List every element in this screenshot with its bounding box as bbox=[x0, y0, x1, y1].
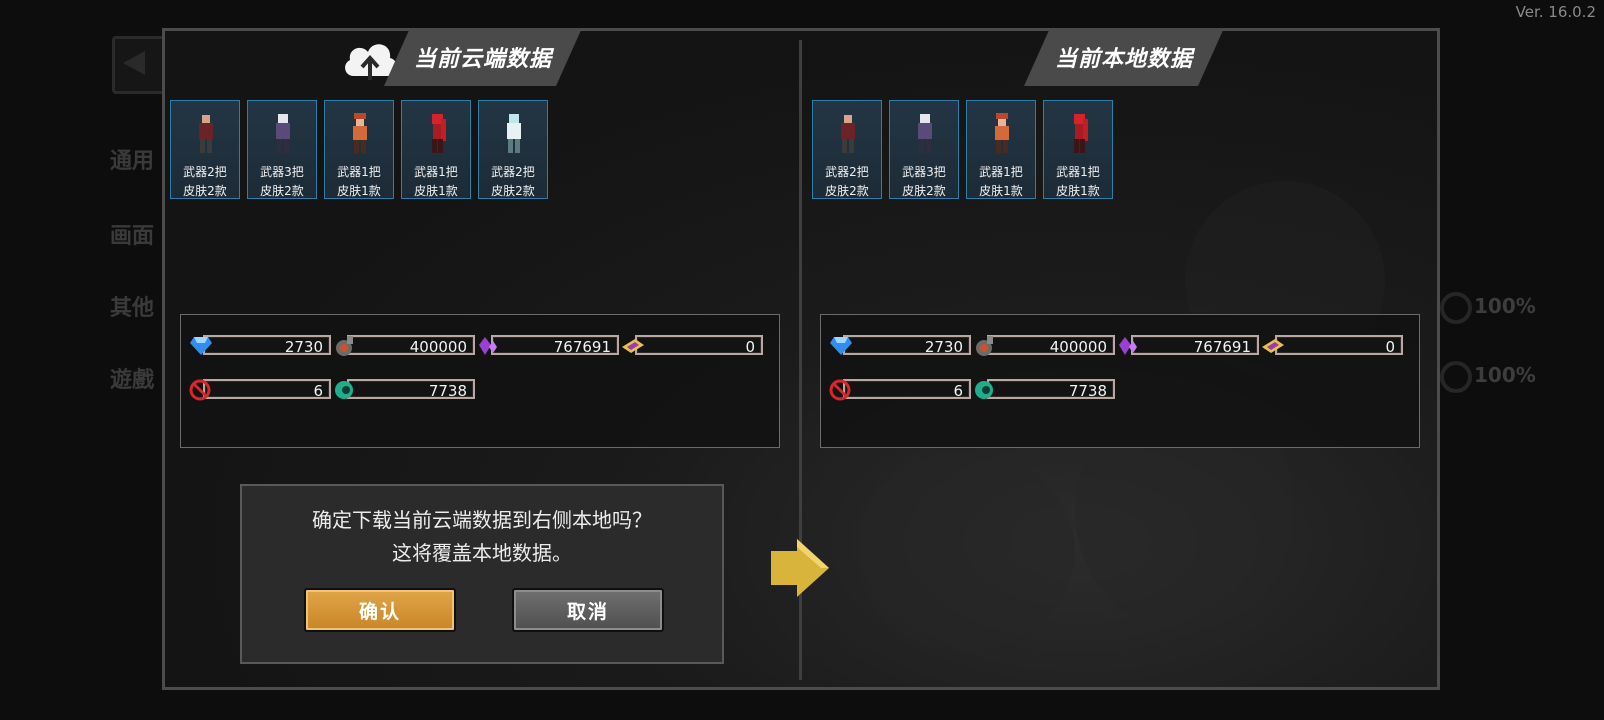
hero-weapons: 武器2把 bbox=[183, 165, 227, 179]
cloud-upload-icon bbox=[345, 44, 397, 80]
orb-icon bbox=[975, 381, 993, 399]
resource-orbs: 7738 bbox=[973, 379, 1115, 401]
local-data-panel: 当前本地数据 武器2把 皮肤2款 武器3把 皮肤2款 武器1把 皮肤1款 武器1… bbox=[802, 28, 1422, 688]
hero-sprite-icon bbox=[507, 114, 521, 153]
resource-value: 6 bbox=[953, 382, 963, 400]
resource-tickets: 0 bbox=[1261, 335, 1403, 357]
bg-menu-display: 画面 bbox=[110, 224, 155, 249]
hero-card[interactable]: 武器3把 皮肤2款 bbox=[889, 100, 959, 199]
hero-card[interactable]: 武器1把 皮肤1款 bbox=[401, 100, 471, 199]
hero-weapons: 武器2把 bbox=[825, 165, 869, 179]
resource-tickets: 0 bbox=[621, 335, 763, 357]
resource-summary: 2730 400000 767691 0 6 7738 bbox=[180, 314, 780, 448]
bg-volume-knob bbox=[1440, 292, 1472, 324]
resource-gems: 2730 bbox=[829, 335, 971, 357]
confirm-download-box: 确定下载当前云端数据到右侧本地吗？ 这将覆盖本地数据。 确认 取消 bbox=[240, 484, 724, 664]
bg-menu-game: 遊戲 bbox=[110, 368, 155, 393]
hero-card[interactable]: 武器2把 皮肤2款 bbox=[812, 100, 882, 199]
gold-icon bbox=[336, 336, 353, 356]
cloud-data-panel: 当前云端数据 武器2把 皮肤2款 武器3把 皮肤2款 武器1把 皮肤1款 武器1… bbox=[162, 28, 782, 688]
arrow-right-icon bbox=[771, 539, 829, 597]
hero-list: 武器2把 皮肤2款 武器3把 皮肤2款 武器1把 皮肤1款 武器1把 皮肤1款 … bbox=[170, 100, 548, 199]
hero-sprite-icon bbox=[199, 115, 213, 153]
hero-skins: 皮肤2款 bbox=[491, 184, 535, 198]
hero-list: 武器2把 皮肤2款 武器3把 皮肤2款 武器1把 皮肤1款 武器1把 皮肤1款 bbox=[812, 100, 1113, 199]
hero-card[interactable]: 武器1把 皮肤1款 bbox=[966, 100, 1036, 199]
hero-card[interactable]: 武器3把 皮肤2款 bbox=[247, 100, 317, 199]
hero-skins: 皮肤1款 bbox=[979, 184, 1023, 198]
resource-value: 7738 bbox=[428, 382, 467, 400]
resource-value: 400000 bbox=[409, 338, 467, 356]
hero-sprite-icon bbox=[1074, 114, 1088, 153]
gold-icon bbox=[976, 336, 993, 356]
hero-weapons: 武器2把 bbox=[491, 165, 535, 179]
hero-skins: 皮肤1款 bbox=[414, 184, 458, 198]
bg-percent: 100% bbox=[1474, 363, 1536, 387]
hero-sprite-icon bbox=[432, 114, 446, 153]
background-art bbox=[855, 451, 1075, 651]
resource-value: 767691 bbox=[553, 338, 611, 356]
hero-skins: 皮肤2款 bbox=[260, 184, 304, 198]
bg-percent: 100% bbox=[1474, 294, 1536, 318]
resource-value: 0 bbox=[745, 338, 755, 356]
resource-gold: 400000 bbox=[333, 335, 475, 357]
resource-value: 0 bbox=[1385, 338, 1395, 356]
orb-icon bbox=[335, 381, 353, 399]
hero-sprite-icon bbox=[995, 113, 1009, 153]
ticket-icon bbox=[622, 339, 644, 353]
hero-weapons: 武器3把 bbox=[902, 165, 946, 179]
hero-skins: 皮肤1款 bbox=[337, 184, 381, 198]
hero-sprite-icon bbox=[841, 115, 855, 153]
hero-skins: 皮肤2款 bbox=[902, 184, 946, 198]
hero-card[interactable]: 武器2把 皮肤2款 bbox=[170, 100, 240, 199]
panel-title: 当前云端数据 bbox=[384, 28, 582, 86]
hero-weapons: 武器1把 bbox=[979, 165, 1023, 179]
hero-skins: 皮肤2款 bbox=[183, 184, 227, 198]
hero-sprite-icon bbox=[353, 113, 367, 153]
ban-icon bbox=[189, 379, 211, 401]
resource-crystals: 767691 bbox=[1117, 335, 1259, 357]
hero-card[interactable]: 武器1把 皮肤1款 bbox=[324, 100, 394, 199]
hero-skins: 皮肤1款 bbox=[1056, 184, 1100, 198]
confirm-message: 确定下载当前云端数据到右侧本地吗？ bbox=[312, 508, 652, 532]
crystal-icon bbox=[1119, 337, 1137, 355]
hero-card[interactable]: 武器1把 皮肤1款 bbox=[1043, 100, 1113, 199]
panel-divider bbox=[799, 40, 802, 680]
hero-weapons: 武器1把 bbox=[337, 165, 381, 179]
resource-value: 2730 bbox=[924, 338, 963, 356]
resource-banned: 6 bbox=[829, 379, 971, 401]
bg-volume-knob bbox=[1440, 361, 1472, 393]
resource-gold: 400000 bbox=[973, 335, 1115, 357]
resource-value: 2730 bbox=[284, 338, 323, 356]
ticket-icon bbox=[1262, 339, 1284, 353]
resource-orbs: 7738 bbox=[333, 379, 475, 401]
resource-banned: 6 bbox=[189, 379, 331, 401]
resource-value: 7738 bbox=[1068, 382, 1107, 400]
bg-menu-general: 通用 bbox=[110, 149, 155, 174]
hero-weapons: 武器3把 bbox=[260, 165, 304, 179]
hero-sprite-icon bbox=[918, 114, 932, 153]
gem-icon bbox=[190, 337, 212, 355]
bg-menu-other: 其他 bbox=[110, 296, 155, 321]
hero-weapons: 武器1把 bbox=[1056, 165, 1100, 179]
resource-value: 400000 bbox=[1049, 338, 1107, 356]
resource-value: 767691 bbox=[1193, 338, 1251, 356]
resource-gems: 2730 bbox=[189, 335, 331, 357]
resource-summary: 2730 400000 767691 0 6 7738 bbox=[820, 314, 1420, 448]
cancel-button[interactable]: 取消 bbox=[512, 588, 664, 632]
hero-sprite-icon bbox=[276, 114, 290, 153]
crystal-icon bbox=[479, 337, 497, 355]
confirm-warning: 这将覆盖本地数据。 bbox=[392, 541, 572, 565]
hero-skins: 皮肤2款 bbox=[825, 184, 869, 198]
hero-card[interactable]: 武器2把 皮肤2款 bbox=[478, 100, 548, 199]
hero-weapons: 武器1把 bbox=[414, 165, 458, 179]
version-label: Ver. 16.0.2 bbox=[1515, 3, 1596, 21]
resource-crystals: 767691 bbox=[477, 335, 619, 357]
confirm-button[interactable]: 确认 bbox=[304, 588, 456, 632]
panel-title: 当前本地数据 bbox=[1024, 28, 1224, 86]
resource-value: 6 bbox=[313, 382, 323, 400]
gem-icon bbox=[830, 337, 852, 355]
ban-icon bbox=[829, 379, 851, 401]
